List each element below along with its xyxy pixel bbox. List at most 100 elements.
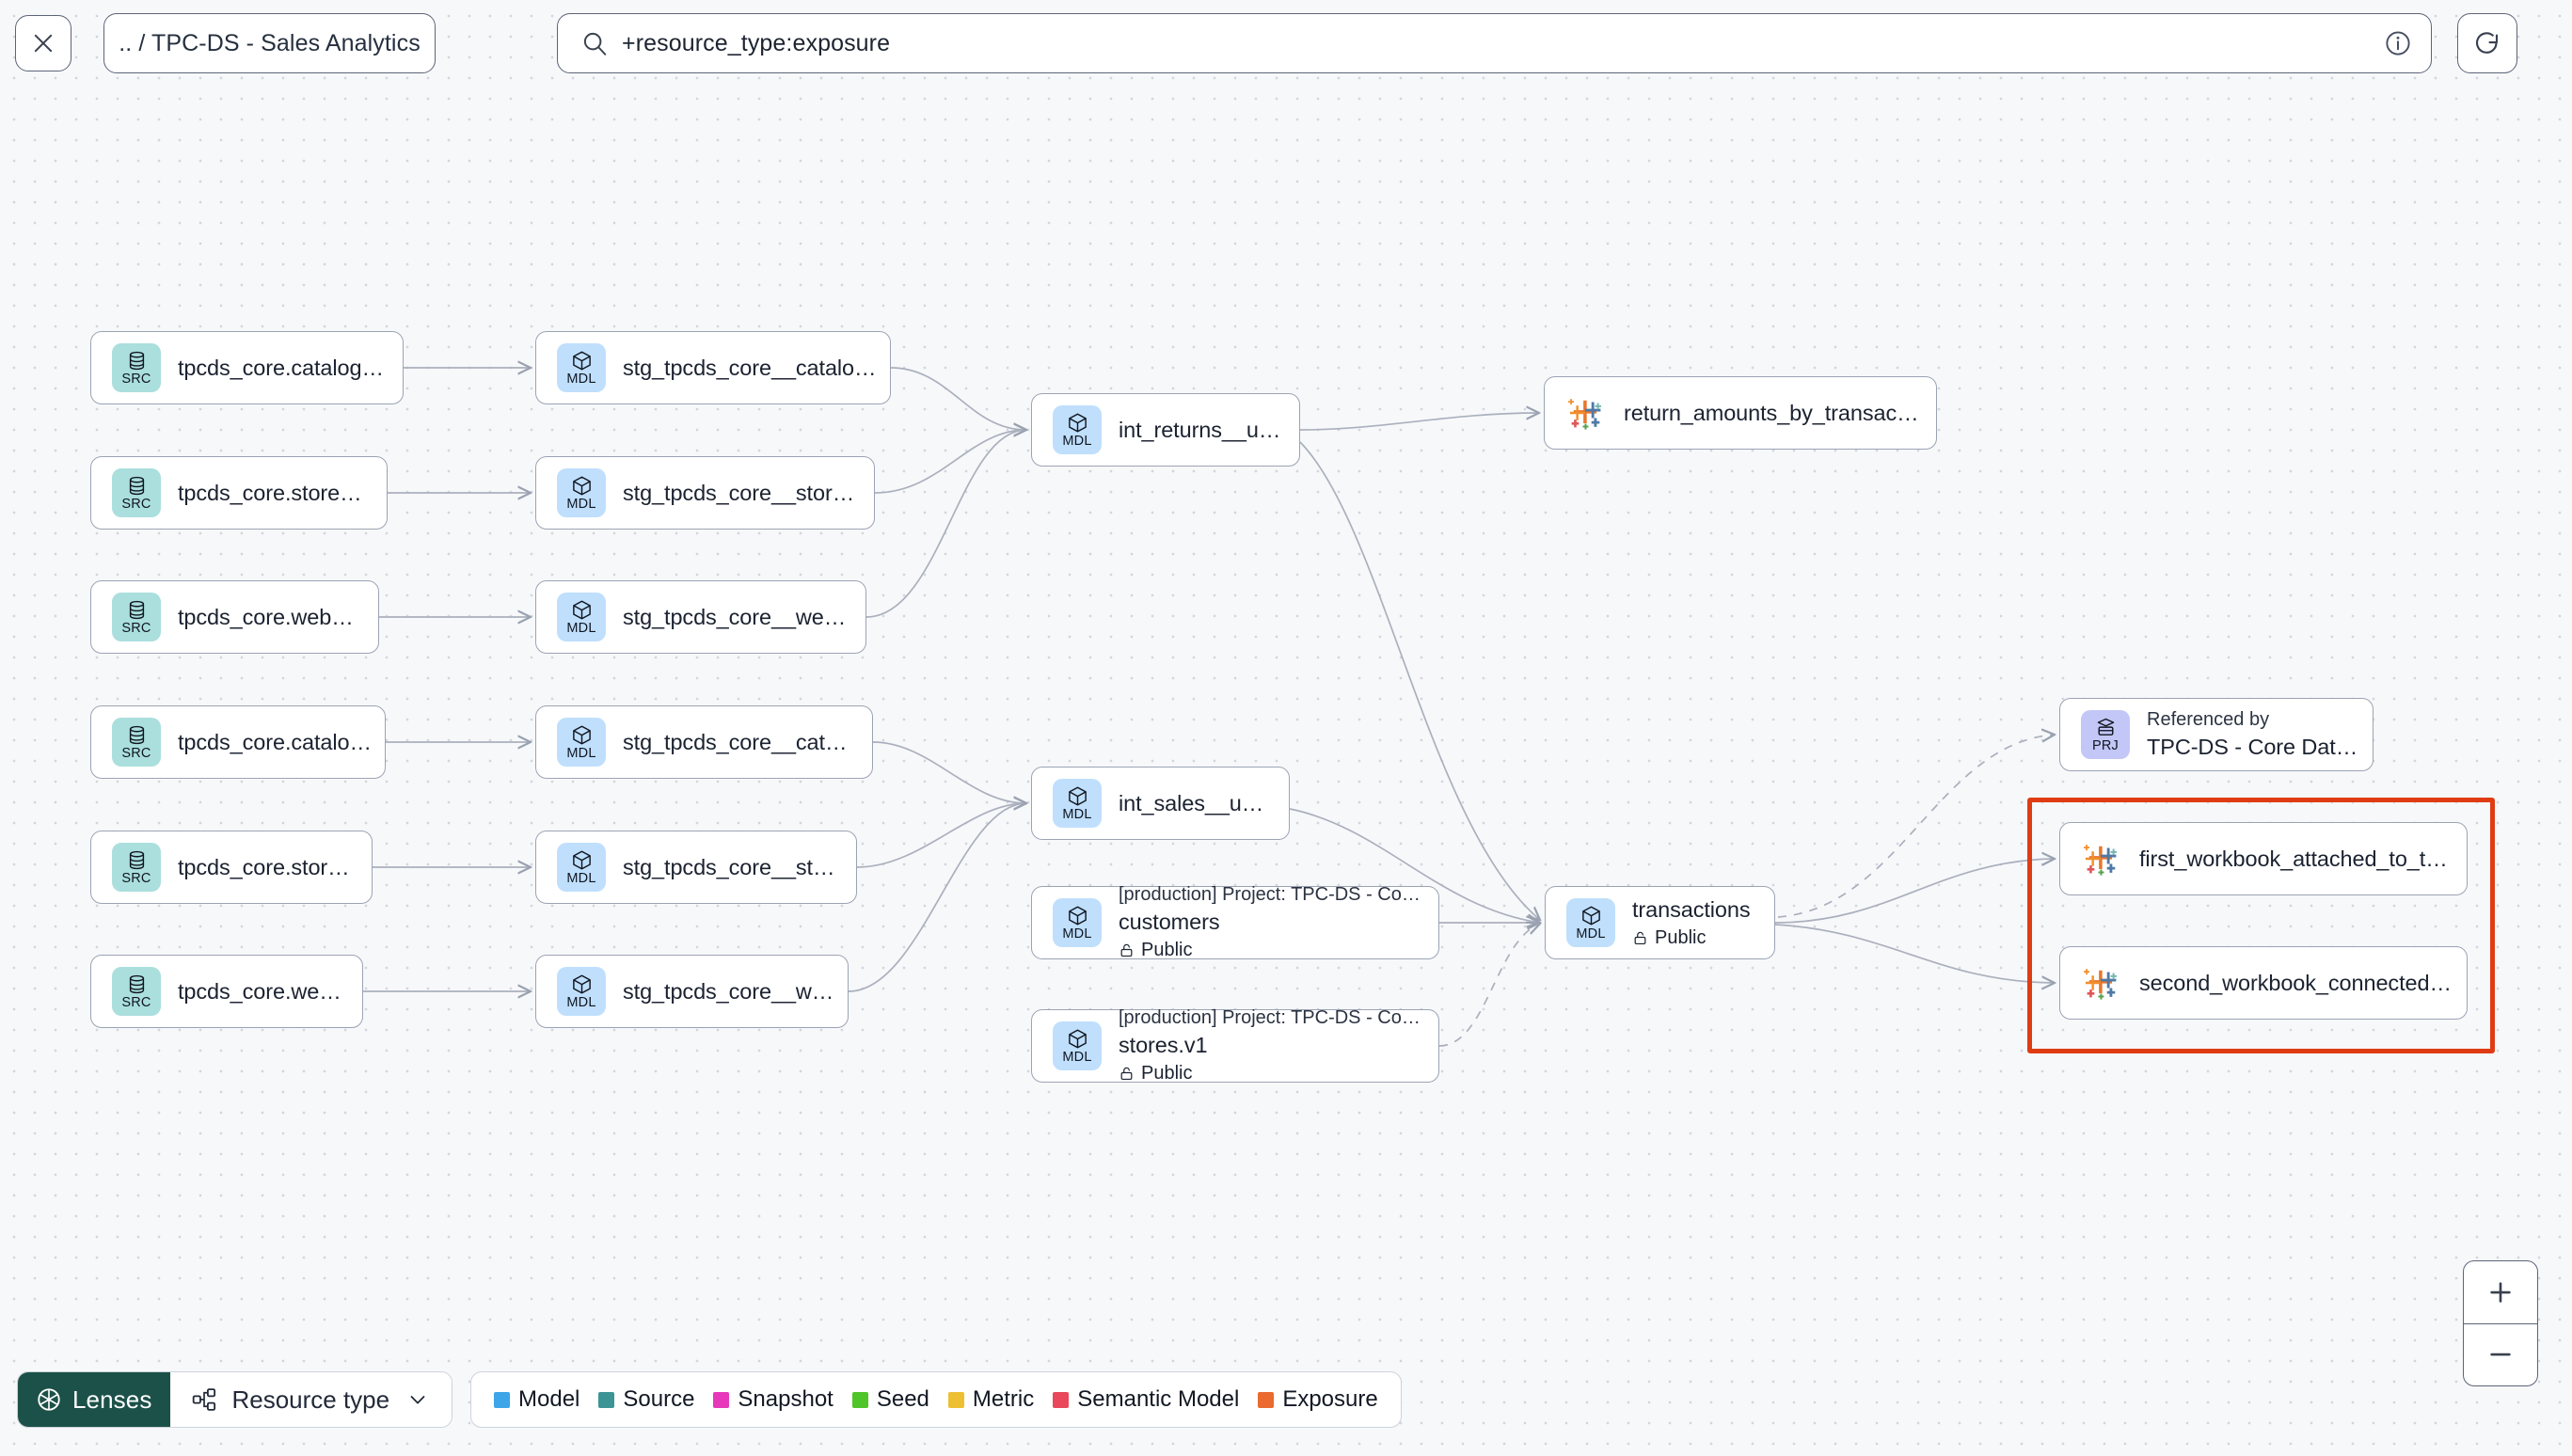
node-type-label: MDL [1062, 926, 1092, 942]
lineage-node-int_returns_unioned[interactable]: MDL int_returns__unioned [1031, 393, 1300, 467]
legend-item: Metric [947, 1386, 1034, 1413]
cube-icon [572, 725, 591, 745]
lineage-node-customers[interactable]: MDL [production] Project: TPC-DS - Core D… [1031, 884, 1439, 961]
zoom-controls[interactable] [2463, 1260, 2538, 1386]
cube-icon [572, 351, 591, 371]
node-type-badge-src: SRC [112, 967, 161, 1016]
node-text: stg_tpcds_core__web_returns [623, 605, 865, 630]
node-type-badge-mdl: MDL [557, 343, 606, 392]
node-text: stg_tpcds_core__web_sales [623, 979, 848, 1005]
node-text: [production] Project: TPC-DS - Core Data… [1119, 884, 1438, 961]
node-text: int_returns__unioned [1119, 418, 1299, 443]
cube-icon [1068, 906, 1087, 926]
legend-swatch [1053, 1391, 1070, 1408]
aperture-icon [38, 1388, 60, 1411]
legend-swatch [713, 1391, 730, 1408]
node-title: tpcds_core.store_returns [178, 480, 373, 505]
node-title: second_workbook_connected_to_live… [2139, 970, 2453, 995]
search-input-value[interactable]: +resource_type:exposure [622, 29, 891, 56]
close-button[interactable] [15, 15, 71, 71]
legend-swatch [851, 1391, 868, 1408]
legend-swatch [494, 1391, 510, 1408]
node-type-label: MDL [1062, 434, 1092, 449]
legend-swatch [947, 1391, 964, 1408]
legend-swatch [598, 1391, 615, 1408]
zoom-out-button[interactable] [2464, 1324, 2537, 1386]
search-field[interactable]: +resource_type:exposure [557, 13, 2432, 73]
node-text: stg_tpcds_core__store_returns [623, 481, 874, 506]
cube-icon [572, 974, 591, 994]
unlock-icon [1120, 1067, 1133, 1081]
node-title: tpcds_core.catalog_returns [178, 355, 389, 380]
node-type-badge-mdl: MDL [1053, 898, 1102, 947]
node-type-badge-mdl: MDL [557, 468, 606, 517]
lineage-node-stores_v1[interactable]: MDL[production] Project: TPC-DS - Core D… [1031, 1007, 1439, 1084]
node-visibility-label: Public [1655, 926, 1707, 948]
node-title: customers [1119, 910, 1220, 934]
node-type-label: MDL [566, 372, 596, 387]
node-text: stg_tpcds_core__catalog_sales [623, 730, 872, 755]
legend-item: Seed [851, 1386, 929, 1413]
node-type-label: SRC [121, 871, 151, 886]
node-title: stg_tpcds_core__web_sales [623, 978, 834, 1004]
node-text: tpcds_core.catalog_returns [178, 356, 403, 381]
top-toolbar: .. / TPC-DS - Sales Analytics +resource_… [0, 0, 2572, 111]
refresh-button[interactable] [2457, 13, 2517, 73]
project-icon [2097, 718, 2114, 736]
breadcrumb[interactable]: .. / TPC-DS - Sales Analytics [103, 13, 436, 73]
lineage-node-return_amounts[interactable]: return_amounts_by_transaction_type [1544, 376, 1937, 450]
lenses-button[interactable]: Lenses [18, 1372, 171, 1427]
lineage-node-src_store_sales[interactable]: SRC tpcds_core.store_sales [90, 831, 373, 904]
node-visibility: Public [1119, 1063, 1425, 1084]
node-title: tpcds_core.web_sales [178, 978, 349, 1004]
lineage-node-stg_store_returns[interactable]: MDL stg_tpcds_core__store_returns [535, 456, 875, 530]
legend-item: Model [494, 1386, 579, 1413]
cube-icon [1068, 413, 1087, 433]
database-icon [129, 476, 144, 496]
close-icon [34, 34, 53, 53]
node-type-badge-mdl: MDL [1053, 405, 1102, 454]
node-visibility: Public [1632, 927, 1751, 949]
resource-type-dropdown[interactable]: Resource type [170, 1372, 452, 1427]
node-text: int_sales__unioned [1119, 791, 1289, 816]
node-text: tpcds_core.web_returns [178, 605, 378, 630]
node-type-badge-src: SRC [112, 843, 161, 892]
legend-item: Snapshot [713, 1386, 834, 1413]
legend-item: Exposure [1258, 1386, 1378, 1413]
node-subtitle: [production] Project: TPC-DS - Core Data… [1119, 1007, 1425, 1028]
node-text: tpcds_core.store_sales [178, 855, 372, 880]
node-type-label: MDL [1576, 926, 1606, 942]
database-icon [129, 974, 144, 994]
tableau-icon [2084, 969, 2117, 1000]
breadcrumb-label: .. / TPC-DS - Sales Analytics [119, 29, 421, 56]
node-type-badge-src: SRC [112, 718, 161, 767]
legend-label: Source [623, 1386, 695, 1412]
zoom-in-button[interactable] [2464, 1261, 2537, 1324]
node-text: first_workbook_attached_to_tpc-ds_-_… [2139, 847, 2467, 872]
node-subtitle: [production] Project: TPC-DS - Core Data… [1119, 884, 1425, 905]
lineage-node-second_workbook[interactable]: second_workbook_connected_to_live… [2059, 946, 2468, 1020]
refresh-icon [2475, 32, 2499, 54]
info-icon[interactable] [2384, 29, 2412, 57]
cube-icon [572, 476, 591, 496]
node-title: transactions [1632, 896, 1751, 922]
search-icon [583, 32, 607, 55]
lineage-node-first_workbook[interactable]: first_workbook_attached_to_tpc-ds_-_… [2059, 822, 2468, 895]
lineage-node-src_web_sales[interactable]: SRC tpcds_core.web_sales [90, 955, 363, 1028]
unlock-icon [1634, 931, 1646, 944]
legend-label: Exposure [1282, 1386, 1378, 1412]
